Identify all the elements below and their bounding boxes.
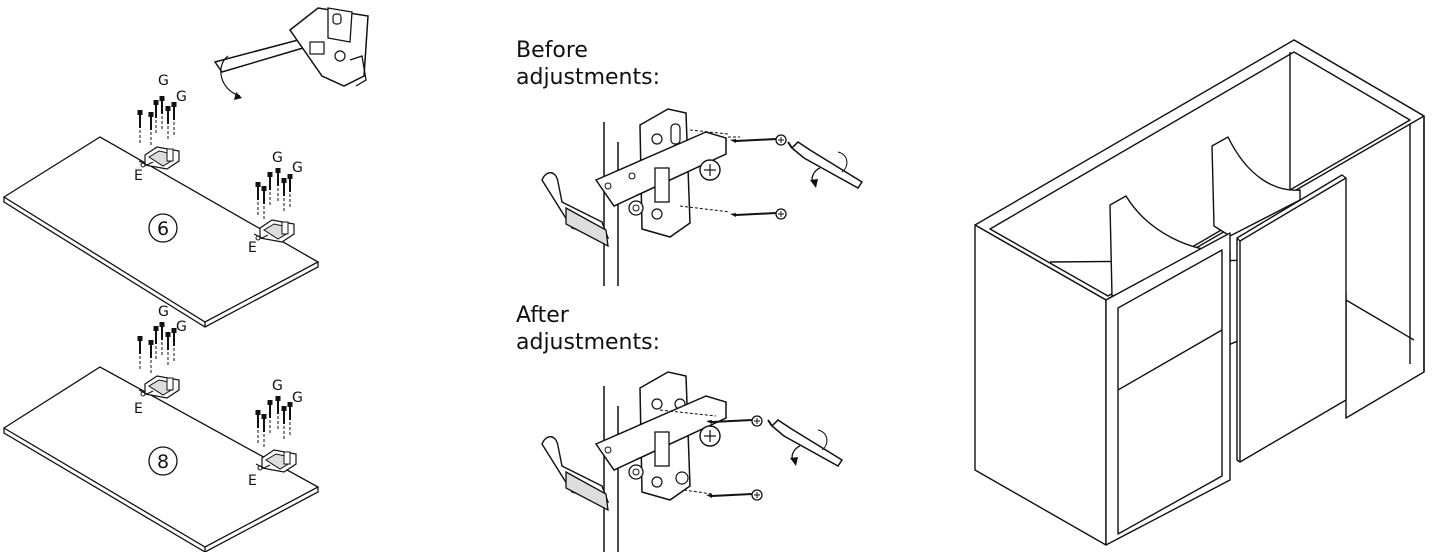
before-adjustments-heading: Before adjustments: xyxy=(516,37,660,91)
hinge-after xyxy=(541,371,727,552)
screw-label: G xyxy=(272,150,283,166)
screwdriver-icon xyxy=(787,141,864,189)
panel-number-circle xyxy=(148,213,178,243)
hinge-icon xyxy=(255,449,297,473)
screw-label: G xyxy=(158,73,169,89)
heading-line: After xyxy=(516,303,569,328)
heading-line: adjustments: xyxy=(516,65,660,90)
hinge-icon xyxy=(138,146,180,170)
hinge-label: E xyxy=(248,473,257,489)
hinge-icon xyxy=(138,375,180,399)
screw-label: G xyxy=(292,160,303,176)
heading-line: adjustments: xyxy=(516,330,660,355)
hinge-before xyxy=(541,108,740,286)
heading-line: Before xyxy=(516,38,588,63)
cabinet-illustration xyxy=(974,39,1425,546)
screw-label: G xyxy=(176,319,187,335)
screw-label: G xyxy=(292,390,303,406)
panel-number: 6 xyxy=(157,218,169,240)
hinge-icon xyxy=(288,7,369,87)
screw-label: G xyxy=(272,378,283,394)
after-adjustments-heading: After adjustments: xyxy=(516,302,660,356)
screw-icon xyxy=(705,489,763,501)
rotation-arrow-icon xyxy=(810,151,848,188)
rotation-arrow-icon xyxy=(790,429,828,466)
panel-number: 8 xyxy=(157,451,169,473)
panel-8 xyxy=(2,366,320,552)
screw-label: G xyxy=(158,304,169,320)
hinge-label: E xyxy=(134,401,143,417)
hinge-icon xyxy=(253,219,295,243)
hinge-label: E xyxy=(248,240,257,256)
screw-icon xyxy=(729,208,787,220)
screwdriver-icon xyxy=(767,419,844,467)
panel-number-circle xyxy=(148,446,178,476)
rotation-arrow-icon xyxy=(220,55,242,100)
screw-label: G xyxy=(176,89,187,105)
hinge-label: E xyxy=(134,168,143,184)
panel-6 xyxy=(2,136,320,328)
